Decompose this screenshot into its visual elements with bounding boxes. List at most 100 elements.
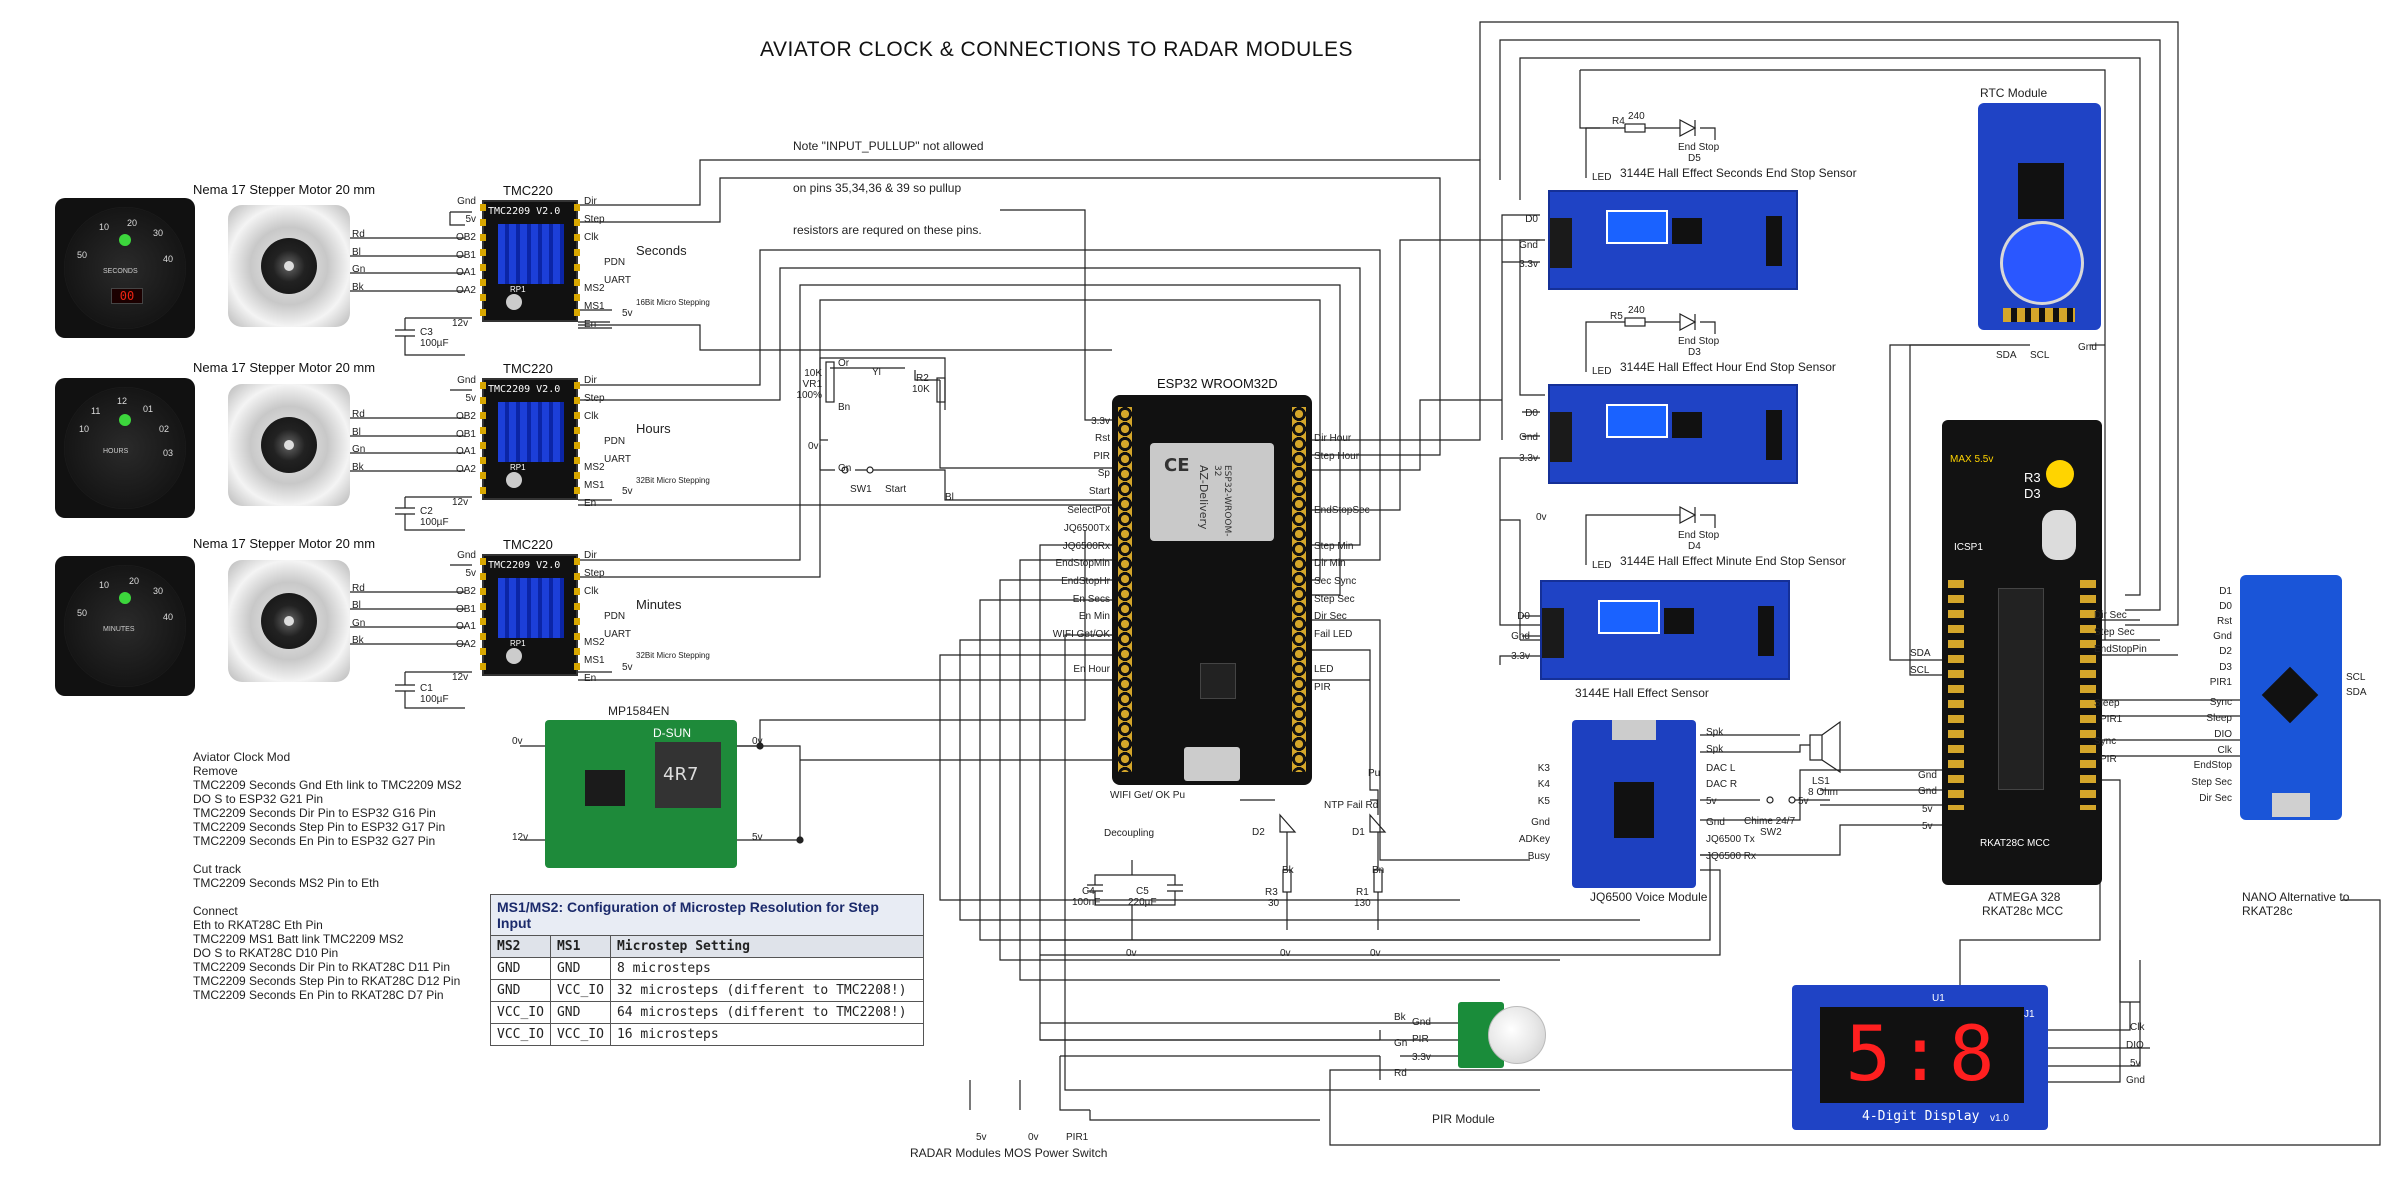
esp32-pin-row xyxy=(1118,407,1132,772)
pin-label: OB2 xyxy=(455,232,476,243)
hall-led-id: D3 xyxy=(1688,347,1701,358)
pir-pin: Gnd xyxy=(1412,1017,1431,1028)
led-zero: 0v xyxy=(1280,948,1291,959)
pin-label: MS1 xyxy=(584,655,605,666)
nano-pin: SCL xyxy=(2346,672,2366,683)
hall-led-id: D5 xyxy=(1688,153,1701,164)
mp-pin: 12v xyxy=(512,832,529,843)
hall-resistor: R4 xyxy=(1612,116,1625,127)
hall-ic xyxy=(1664,608,1694,634)
pot-label: 100% xyxy=(796,390,822,401)
jq-title: JQ6500 Voice Module xyxy=(1590,890,1708,904)
gauge-number: 40 xyxy=(163,612,174,622)
mcc-right-pin: EndStopPin xyxy=(2094,644,2147,655)
cap-volt: 12v xyxy=(452,497,469,508)
mcc-board-label: RKAT28C MCC xyxy=(1980,838,2050,849)
esp-pin-label: Dir Min xyxy=(1314,558,1346,569)
microstep-table: MS1/MS2: Configuration of Microstep Reso… xyxy=(490,894,924,1046)
hall-ic xyxy=(1672,412,1702,438)
mod-note-line: TMC2209 Seconds En Pin to ESP32 G27 Pin xyxy=(193,834,436,848)
mod-note-line: DO S to ESP32 G21 Pin xyxy=(193,792,324,806)
pir-wire: Rd xyxy=(1394,1068,1407,1079)
led-id: D2 xyxy=(1252,827,1265,838)
cap-value: 100µF xyxy=(420,694,449,705)
hall-pot xyxy=(1606,210,1668,244)
pin-label: Step xyxy=(584,393,605,404)
resistor-label: R1 xyxy=(1356,887,1369,898)
pin-label: En xyxy=(584,673,597,684)
mcc-top-label: R3 xyxy=(2024,470,2041,485)
pin-label: Dir xyxy=(584,196,597,207)
pin-label: OA1 xyxy=(455,267,476,278)
pin-label: MS2 xyxy=(584,283,605,294)
gauge-number: 03 xyxy=(163,448,174,458)
driver-pin-header xyxy=(574,558,580,674)
display-window xyxy=(1820,1007,2024,1103)
pot-wire-or: Or xyxy=(838,358,850,369)
jq-pin: Spk xyxy=(1706,727,1724,738)
rtc-pin: Gnd xyxy=(2078,342,2097,353)
mod-note-line: TMC2209 Seconds Gnd Eth link to TMC2209 … xyxy=(193,778,462,792)
driver-board-label: TMC2209 V2.0 xyxy=(488,560,561,571)
mcc-right-pin: Step Sec xyxy=(2094,627,2135,638)
esp-pin-label: Step Sec xyxy=(1314,594,1355,605)
nano-title: NANO Alternative to xyxy=(2242,890,2350,904)
esp-pin-label: Step Hour xyxy=(1314,451,1360,462)
esp-pin-label: EndStopHr xyxy=(1061,576,1110,587)
speaker-ohm: 8 Ohm xyxy=(1808,787,1839,798)
note-line: Note "INPUT_PULLUP" not allowed xyxy=(793,139,984,153)
nano-pin: D2 xyxy=(2219,646,2232,657)
pin-label: Dir xyxy=(584,375,597,386)
led-label: NTP Fail Rd xyxy=(1324,800,1379,811)
mcc-left-pin: SCL xyxy=(1910,665,1930,676)
pot-wire-gn: Gn xyxy=(838,463,852,474)
hall-pot xyxy=(1606,404,1668,438)
hall-pin: 3.3v xyxy=(1519,453,1538,464)
display-u: U1 xyxy=(1932,993,1945,1004)
hall-element xyxy=(1766,216,1782,266)
note-line: on pins 35,34,36 & 39 so pullup xyxy=(793,181,962,195)
pot-label: RP1 xyxy=(510,639,526,648)
hall-resistor-value: 240 xyxy=(1628,111,1645,122)
atmega-chip xyxy=(1998,588,2044,790)
nano-pin: EndStop xyxy=(2193,760,2232,771)
pir-pin: PIR xyxy=(1412,1034,1429,1045)
nano-chip xyxy=(2261,666,2319,724)
esp-pin-label: PIR xyxy=(1314,682,1331,693)
esp-pin-label: EndStopSec xyxy=(1314,505,1370,516)
hall-led: LED xyxy=(1592,560,1612,571)
tmc2209-seconds-driver: TMC2209 V2.0 RP1 xyxy=(480,200,580,322)
mod-note-line: Remove xyxy=(193,764,238,778)
gauge-number: 50 xyxy=(77,608,88,618)
hall-resistor: R5 xyxy=(1610,311,1623,322)
pin-label: PDN xyxy=(604,257,626,268)
mcc-title: ATMEGA 328 xyxy=(1988,890,2061,904)
jq-pin: 5v xyxy=(1706,796,1717,807)
gauge-indicator-light xyxy=(119,592,131,604)
pin-label: Clk xyxy=(584,232,599,243)
led-zero: 0v xyxy=(1370,948,1381,959)
mcc-top-label: ICSP1 xyxy=(1954,542,1983,553)
pot-wire-yl: Yl xyxy=(872,367,881,378)
gauge-indicator-light xyxy=(119,234,131,246)
pin-label: Step xyxy=(584,214,605,225)
hall-pin: D0 xyxy=(1525,214,1538,225)
nano-pin: PIR1 xyxy=(2209,677,2232,688)
esp-pin-label: Sp xyxy=(1097,468,1110,479)
seconds-gauge: 10 20 30 40 50 SECONDS 00 xyxy=(55,198,195,338)
pot-zero: 0v xyxy=(808,441,819,452)
wire-label: Gn xyxy=(352,264,366,275)
mcc-led xyxy=(2046,460,2074,488)
driver-section: Hours xyxy=(636,421,671,436)
hall-pin: Gnd xyxy=(1511,631,1530,642)
diagram-title: AVIATOR CLOCK & CONNECTIONS TO RADAR MOD… xyxy=(760,38,1353,61)
mod-note-line: TMC2209 Seconds Dir Pin to ESP32 G16 Pin xyxy=(193,806,436,820)
pin-label: MS2 xyxy=(584,637,605,648)
table-cell: 32 microsteps (different to TMC2208!) xyxy=(609,979,924,1002)
pin-label: 5v xyxy=(465,568,476,579)
esp32-rf-shield xyxy=(1150,443,1274,541)
speaker-label: LS1 xyxy=(1812,776,1830,787)
hall-led: LED xyxy=(1592,172,1612,183)
mod-note-line: Connect xyxy=(193,904,238,918)
esp-pin-label: Dir Hour xyxy=(1314,433,1352,444)
